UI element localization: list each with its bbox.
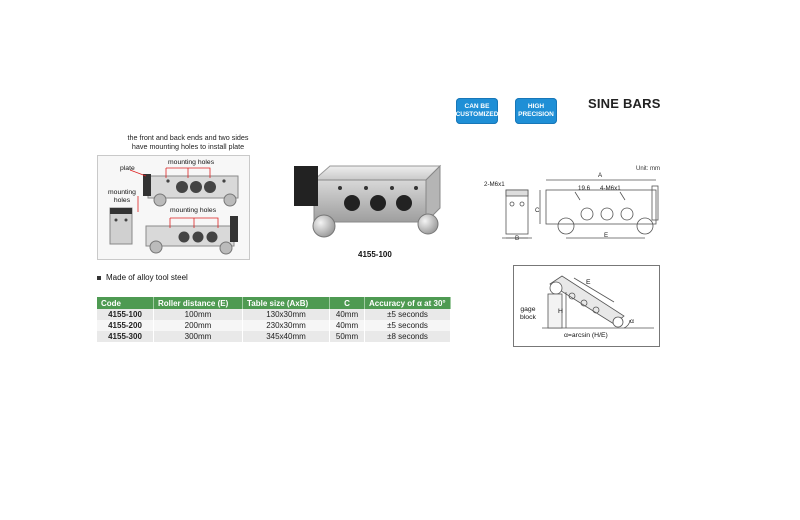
- plate-label: plate: [120, 165, 135, 172]
- page-title: SINE BARS: [588, 96, 661, 111]
- col-code: Code: [97, 297, 154, 309]
- table-row: 4155-200 200mm 230x30mm 40mm ±5 seconds: [97, 320, 451, 331]
- formula-label: α=arcsin (H/E): [564, 332, 608, 339]
- spacing-label: 19.6: [578, 185, 591, 192]
- sine-diagram-illustration: [542, 275, 654, 329]
- model-label: 4155-100: [358, 250, 392, 259]
- photo-caption: the front and back ends and two sides ha…: [127, 133, 249, 151]
- mounting-holes-top-label: mounting holes: [168, 159, 215, 166]
- technical-drawing: [502, 179, 659, 239]
- feature-item: Made of alloy tool steel: [97, 273, 188, 282]
- sine-bar-product-photo: [294, 164, 442, 238]
- dim-b-label: B: [515, 235, 520, 242]
- dim-c-label: C: [535, 207, 540, 214]
- m6-side-label: 2-M6x1: [484, 181, 505, 188]
- mounting-holes-bottom-label: mounting holes: [170, 207, 217, 214]
- unit-label: Unit: mm: [636, 166, 660, 172]
- col-roller-distance: Roller distance (E): [153, 297, 243, 309]
- table-row: 4155-300 300mm 345x40mm 50mm ±8 seconds: [97, 331, 451, 342]
- mounting-detail-illustration: [109, 167, 239, 255]
- m6-top-label: 4-M6x1: [600, 185, 621, 192]
- table-row: 4155-100 100mm 130x30mm 40mm ±5 seconds: [97, 309, 451, 320]
- table-header-row: Code Roller distance (E) Table size (AxB…: [97, 297, 451, 309]
- col-table-size: Table size (AxB): [242, 297, 330, 309]
- dim-a-label: A: [598, 172, 603, 179]
- col-c: C: [329, 297, 365, 309]
- diagram-h-label: H: [558, 308, 563, 315]
- spec-table: Code Roller distance (E) Table size (AxB…: [97, 297, 451, 342]
- diagram-e-label: E: [586, 279, 591, 286]
- alpha-label: α: [630, 318, 634, 325]
- dim-e-label: E: [604, 232, 609, 239]
- col-accuracy: Accuracy of α at 30°: [364, 297, 451, 309]
